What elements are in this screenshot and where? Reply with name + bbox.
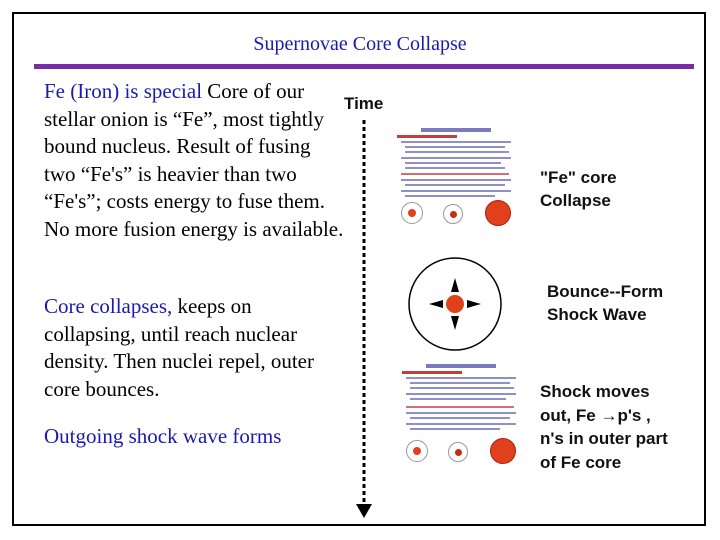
stage-collapse-label: "Fe" core Collapse xyxy=(540,166,617,212)
stage-bounce-label: Bounce--Form Shock Wave xyxy=(547,280,663,326)
iron-text: Core of our stellar onion is “Fe”, most … xyxy=(44,79,343,241)
supernova-evolution-thumbnail-1 xyxy=(393,124,523,234)
slide-title: Supernovae Core Collapse xyxy=(0,33,720,56)
iron-emphasis: Fe (Iron) is special xyxy=(44,79,202,103)
stage-shock-label: Shock moves out, Fe →p's , n's in outer … xyxy=(540,380,668,474)
time-arrow-icon xyxy=(352,120,376,520)
bounce-diagram-icon xyxy=(407,256,503,352)
collapse-emphasis: Core collapses, xyxy=(44,294,172,318)
paragraph-shock: Outgoing shock wave forms xyxy=(44,423,364,451)
supernova-evolution-thumbnail-2 xyxy=(398,360,528,472)
time-label: Time xyxy=(344,94,383,114)
title-rule xyxy=(34,64,694,69)
paragraph-iron: Fe (Iron) is special Core of our stellar… xyxy=(44,78,344,243)
paragraph-collapse: Core collapses, keeps on collapsing, unt… xyxy=(44,293,344,403)
